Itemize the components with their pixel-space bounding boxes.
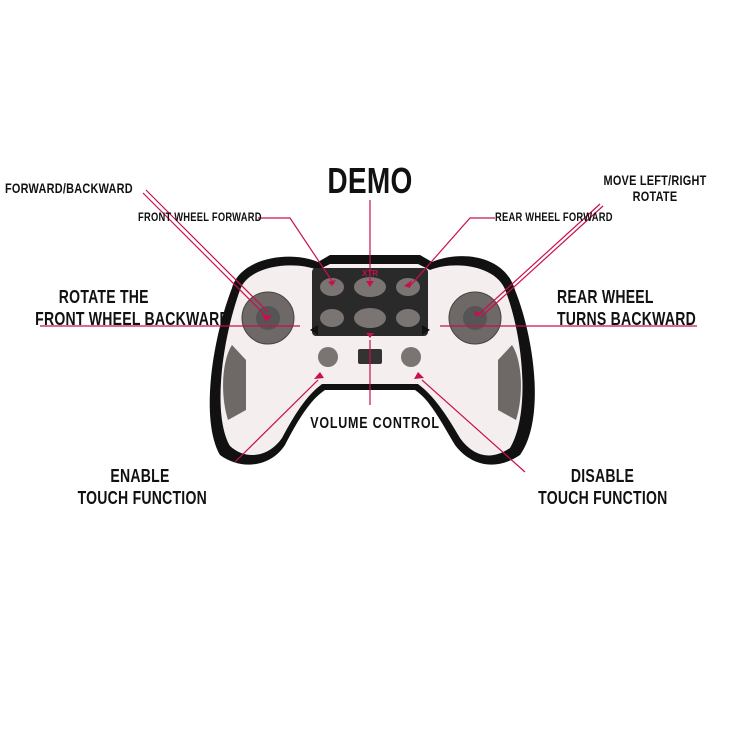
label-line: REAR WHEEL [557, 287, 654, 307]
label-front-wheel-forward: FRONT WHEEL FORWARD [138, 210, 262, 224]
front-wheel-backward-button[interactable] [320, 309, 344, 327]
callout-arrows [262, 280, 482, 379]
label-rear-wheel-backward: REAR WHEEL TURNS BACKWARD [557, 286, 696, 330]
callout-lines [40, 189, 697, 473]
label-line: DISABLE [570, 466, 635, 486]
volume-button[interactable] [354, 308, 386, 328]
controller-body: XTR [209, 255, 535, 465]
front-wheel-forward-button[interactable] [320, 278, 344, 296]
label-demo: DEMO [327, 160, 413, 201]
label-line: ENABLE [110, 466, 170, 486]
rear-wheel-backward-button[interactable] [396, 309, 420, 327]
left-grip [223, 345, 246, 420]
label-line: FRONT WHEEL BACKWARD [35, 309, 230, 329]
label-line: TOUCH FUNCTION [77, 488, 207, 508]
label-rear-wheel-forward: REAR WHEEL FORWARD [495, 210, 613, 224]
disable-touch-button[interactable] [401, 347, 421, 367]
label-enable-touch: ENABLE TOUCH FUNCTION [77, 465, 207, 509]
label-forward-backward: FORWARD/BACKWARD [5, 180, 133, 196]
label-disable-touch: DISABLE TOUCH FUNCTION [538, 465, 667, 509]
label-rotate-front-backward: ROTATE THE FRONT WHEEL BACKWARD [29, 286, 236, 330]
label-move-left-right: MOVE LEFT/RIGHT ROTATE [585, 172, 725, 204]
label-line: ROTATE THE [58, 287, 149, 307]
label-line: TURNS BACKWARD [557, 309, 696, 329]
label-line: MOVE LEFT/RIGHT [603, 172, 707, 188]
label-line: TOUCH FUNCTION [538, 488, 668, 508]
right-grip [498, 345, 521, 420]
label-volume-control: VOLUME CONTROL [310, 415, 440, 432]
enable-touch-button[interactable] [318, 347, 338, 367]
label-line: ROTATE [632, 188, 678, 204]
